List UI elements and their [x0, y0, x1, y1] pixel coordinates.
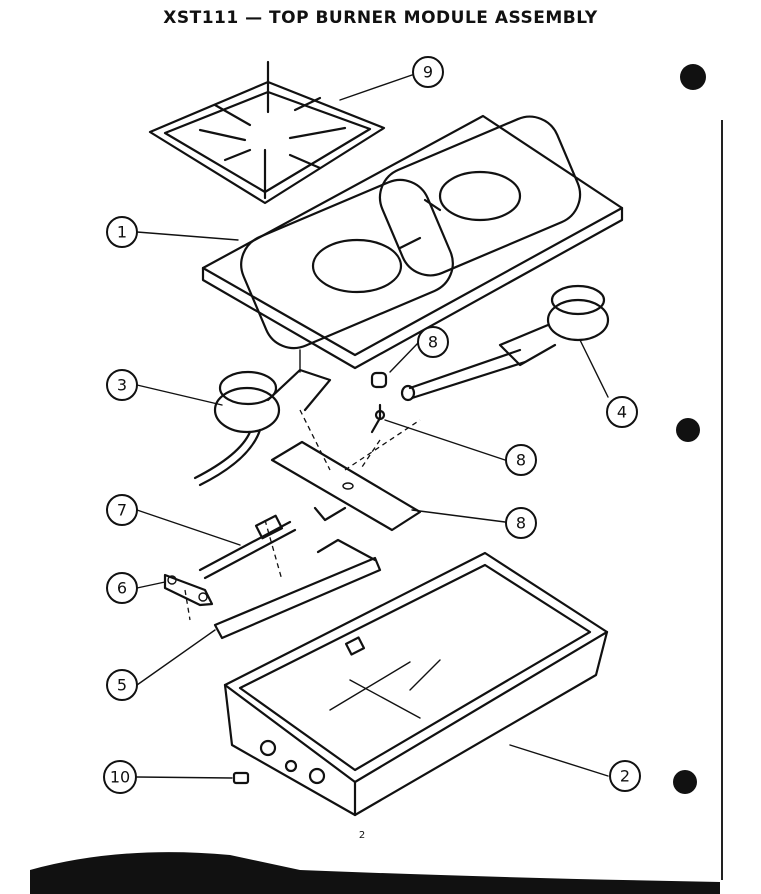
svg-text:1: 1 [117, 223, 127, 242]
svg-text:7: 7 [117, 501, 127, 520]
svg-text:2: 2 [620, 767, 630, 786]
alignment-lines [184, 409, 421, 621]
diagram-title: XST111 — TOP BURNER MODULE ASSEMBLY [163, 8, 598, 28]
callout-10: 10 [103, 760, 137, 794]
right-burner [400, 284, 610, 402]
left-burner [193, 349, 332, 487]
manifold-bracket [213, 538, 382, 640]
callout-8b: 8 [505, 444, 537, 476]
burner-bracket [270, 440, 422, 532]
valve-spacer [163, 573, 214, 607]
binder-holes [673, 64, 706, 794]
callout-9: 9 [412, 56, 444, 88]
svg-text:8: 8 [516, 514, 526, 533]
callout-1: 1 [106, 216, 138, 248]
leader-lines [136, 74, 609, 779]
svg-text:9: 9 [423, 63, 433, 82]
burner-box [223, 551, 609, 817]
svg-text:4: 4 [617, 403, 627, 422]
svg-text:10: 10 [110, 768, 130, 787]
svg-text:6: 6 [117, 579, 127, 598]
page-number: 2 [358, 830, 366, 841]
callout-6: 6 [106, 572, 138, 604]
cooktop-panel [201, 114, 624, 370]
callout-4: 4 [606, 396, 638, 428]
svg-text:8: 8 [428, 333, 438, 352]
burner-grate [148, 60, 386, 205]
callout-5: 5 [106, 669, 138, 701]
callout-8a: 8 [417, 326, 449, 358]
svg-text:5: 5 [117, 676, 127, 695]
callout-2: 2 [609, 760, 641, 792]
callout-8c: 8 [505, 507, 537, 539]
gas-valve [198, 514, 297, 580]
svg-text:8: 8 [516, 451, 526, 470]
svg-text:3: 3 [117, 376, 127, 395]
callout-7: 7 [106, 494, 138, 526]
callout-3: 3 [106, 369, 138, 401]
igniter-cap [370, 371, 388, 389]
igniter-electrode [370, 403, 386, 434]
scan-edge-artifacts [30, 120, 723, 894]
gas-fitting [232, 771, 250, 785]
